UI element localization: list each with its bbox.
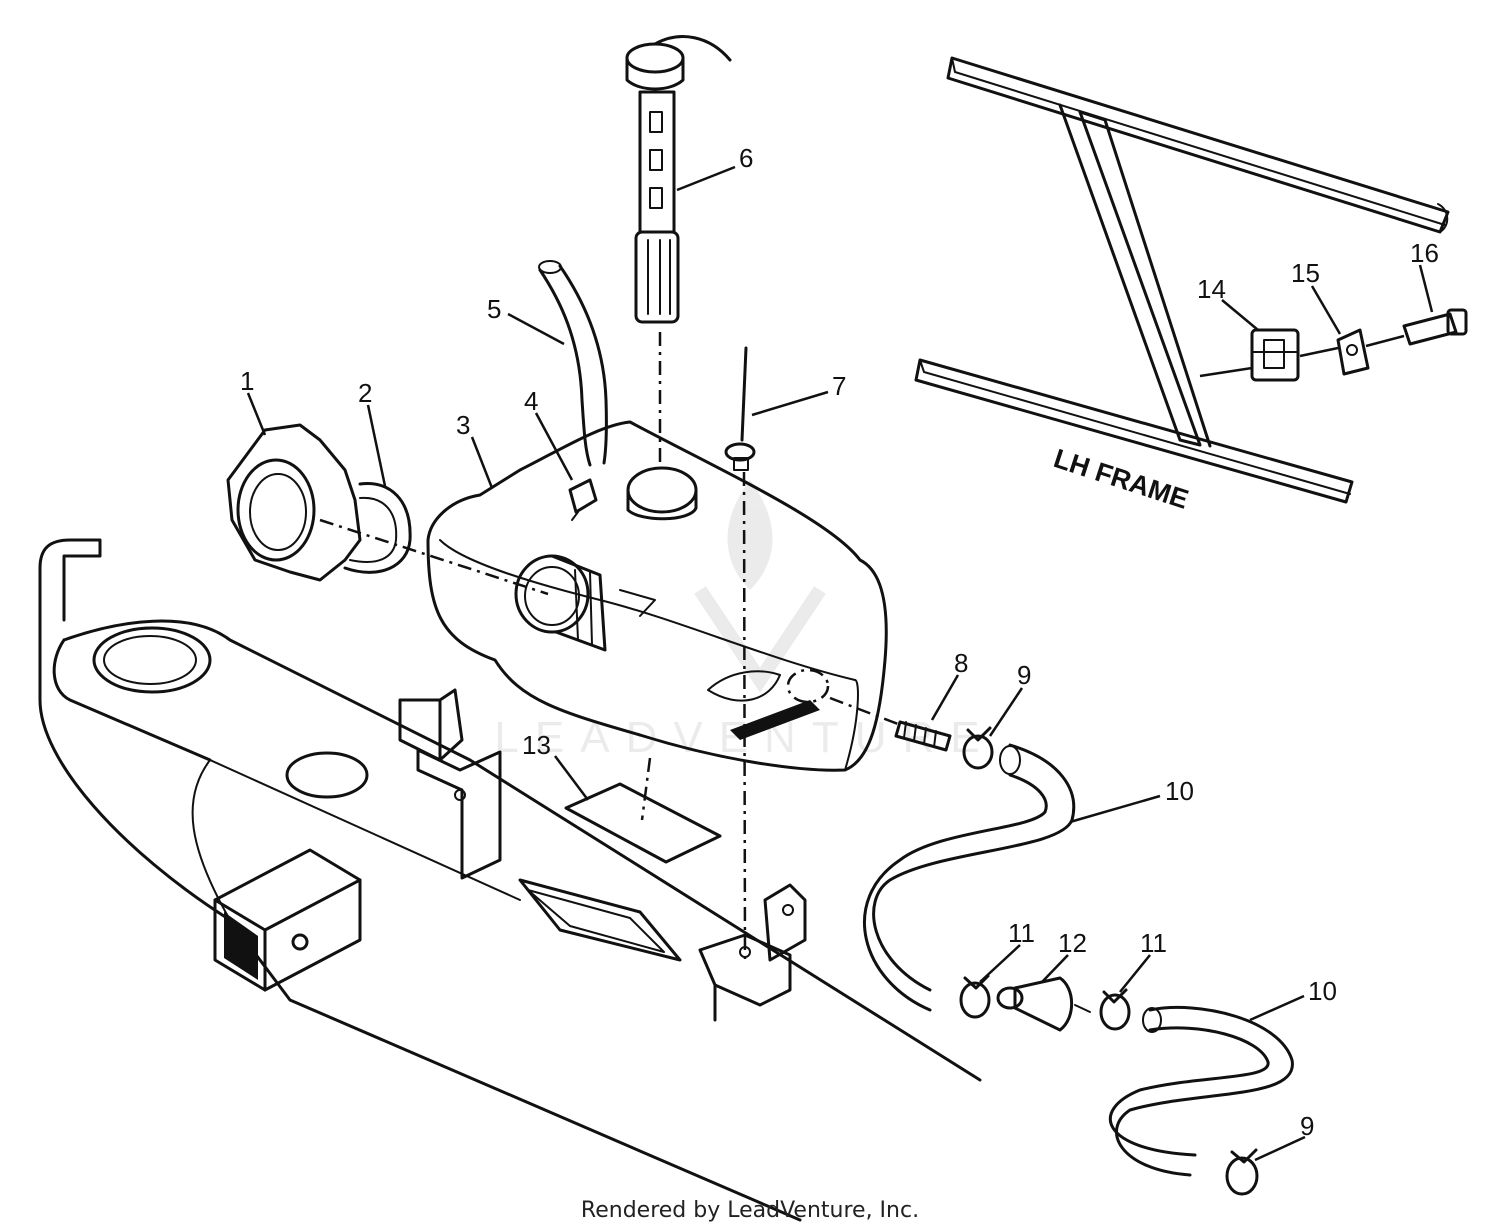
hose-clamp-9-top (962, 726, 994, 770)
callout-10-lower: 10 (1308, 976, 1337, 1006)
frame-bracket (1336, 328, 1370, 376)
fuel-gauge (625, 35, 732, 324)
callout-15: 15 (1291, 258, 1320, 288)
tank-mount-bracket-right (698, 883, 807, 1022)
callout-12: 12 (1058, 928, 1087, 958)
callout-13: 13 (522, 730, 551, 760)
callout-9-top: 9 (1017, 660, 1031, 690)
base-frame (38, 538, 982, 1222)
callout-2: 2 (358, 378, 372, 408)
inline-fuel-filter (996, 976, 1091, 1032)
frame-bolt (1402, 308, 1468, 346)
fuel-cap (226, 423, 362, 582)
callout-11-right: 11 (1140, 928, 1167, 958)
pad-13 (564, 782, 722, 864)
filler-neck (514, 554, 607, 652)
hose-clamp-11-right (1099, 988, 1131, 1031)
callout-4: 4 (524, 386, 538, 416)
callout-16: 16 (1410, 238, 1439, 268)
hose-clamp-11-left (959, 974, 991, 1019)
footer-credit: Rendered by LeadVenture, Inc. (580, 1198, 920, 1223)
fuel-tank (426, 420, 888, 772)
fuel-hose-10-lower (1109, 1006, 1294, 1177)
fuel-fitting-8 (894, 720, 952, 752)
frame-clip (1250, 328, 1300, 382)
lh-frame: LH FRAME (914, 56, 1450, 515)
hose-clamp-9-bottom (1225, 1148, 1259, 1196)
callout-11-left: 11 (1008, 918, 1035, 948)
callout-8: 8 (954, 648, 968, 678)
callout-10-upper: 10 (1165, 776, 1194, 806)
callout-14: 14 (1197, 274, 1226, 304)
lh-frame-label: LH FRAME (1050, 443, 1192, 515)
receiver-hitch (213, 848, 362, 992)
callout-9-bottom: 9 (1300, 1111, 1314, 1141)
callout-1: 1 (240, 366, 254, 396)
cap-gasket (343, 482, 412, 574)
tank-mount-bracket-left (398, 688, 502, 880)
leader-lines (246, 165, 1434, 1162)
vent-hose (538, 260, 608, 467)
tank-strap-bolt (724, 346, 756, 471)
callout-3: 3 (456, 410, 470, 440)
fuel-hose-10-upper (863, 743, 1076, 1012)
vent-fitting (568, 478, 598, 521)
callout-5: 5 (487, 294, 501, 324)
callout-6: 6 (739, 143, 753, 173)
callout-7: 7 (832, 371, 846, 401)
